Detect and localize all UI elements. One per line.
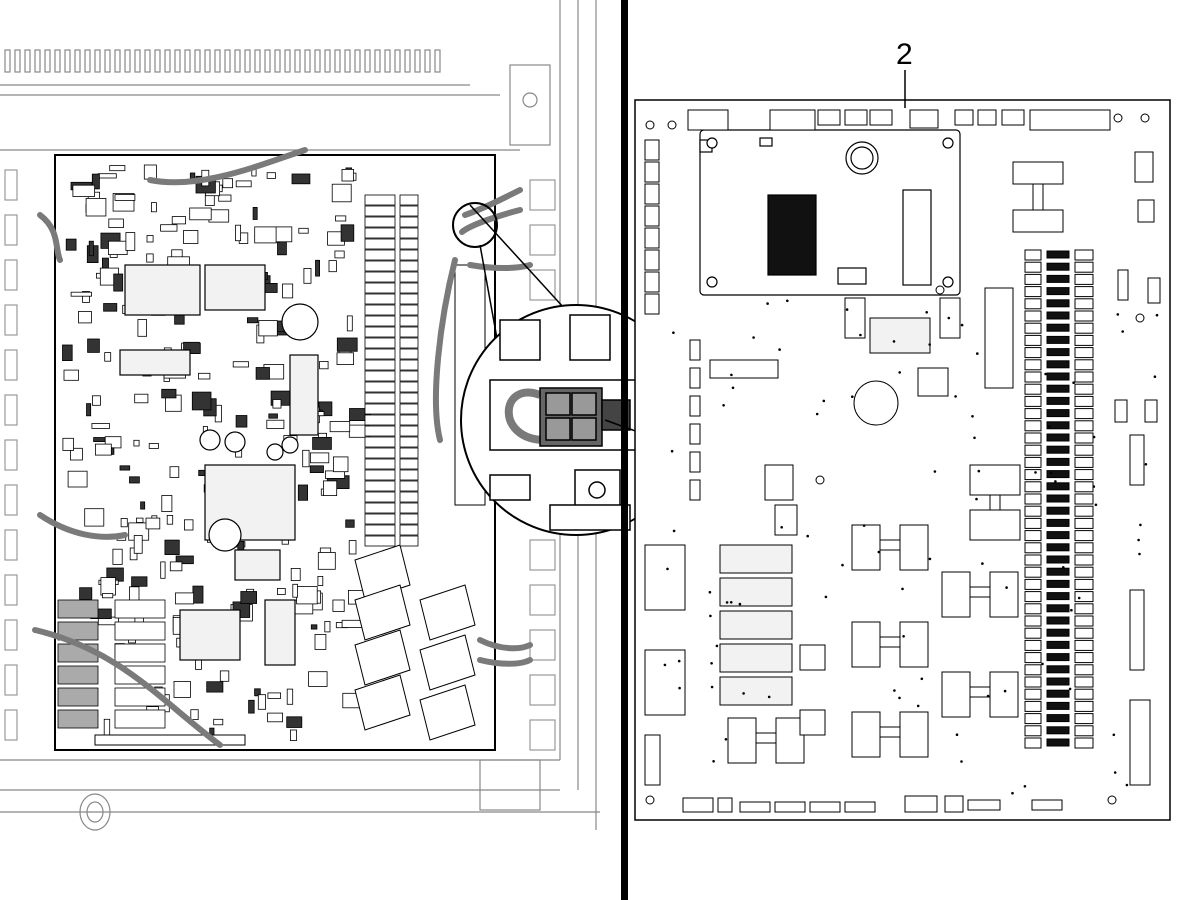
cables	[32, 147, 533, 748]
board-outline-components	[644, 109, 1161, 813]
right-view-board-outline: 2	[634, 38, 1171, 821]
view-divider	[621, 0, 628, 900]
top-vent-grille	[4, 49, 441, 73]
connector-detail-inner	[489, 314, 641, 531]
magnified-connector-detail: 1	[452, 202, 692, 536]
callout-2-label: 2	[896, 38, 913, 71]
installed-board-components	[57, 164, 476, 746]
daughter-module	[699, 129, 961, 296]
relay-column	[364, 194, 486, 547]
installed-control-board	[32, 147, 533, 751]
